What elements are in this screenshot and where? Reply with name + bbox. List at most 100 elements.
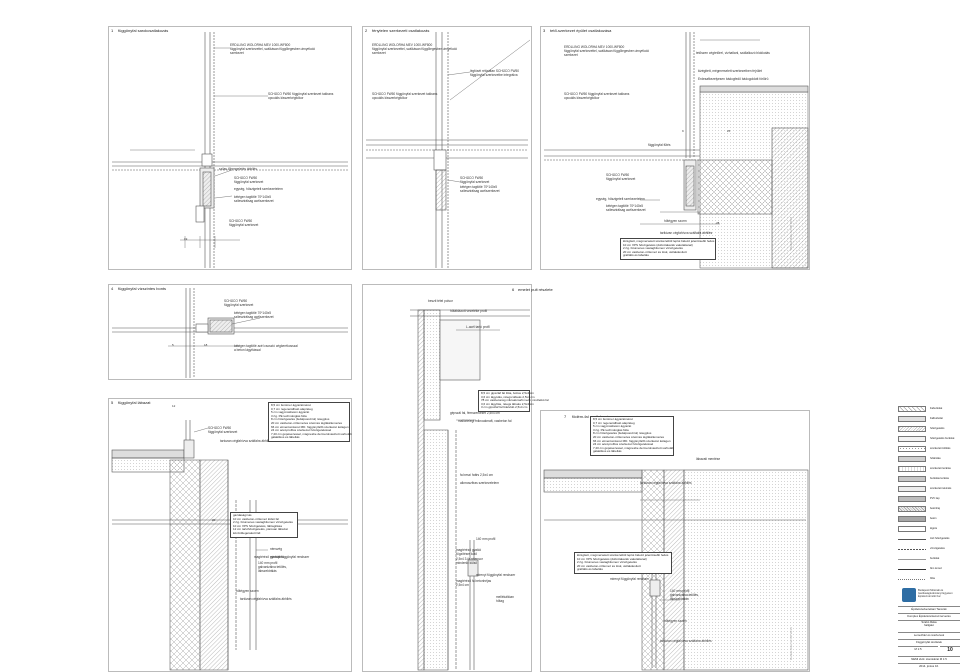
dim-label: 28	[716, 221, 720, 225]
legend-label: burkolat	[930, 557, 940, 560]
p7-note-e: hőtégyen szorm	[664, 619, 687, 623]
legend-label: fém lemez	[930, 567, 942, 570]
p2-note-top: ERDLLING WOLORHA MEV 1000-WF800 függönyf…	[372, 43, 458, 55]
panel-6-drawing	[410, 309, 530, 671]
p5-layer-box: 8,5 cm fenömer ágyazatméret 0,7 cm regen…	[268, 402, 352, 442]
p5-note-d: magtéréző gyoktábra	[254, 555, 284, 559]
p6-note-b: hőtáblázott vezetéke profil	[450, 309, 488, 313]
dim-label: 18	[204, 343, 208, 347]
panel-3-number: 3	[543, 28, 546, 33]
panel-1-drawing	[112, 32, 348, 268]
p4-note-c: kétégen tagfótlé acél csoszió cégkerékos…	[234, 344, 298, 352]
p5-note-a: SCHÜCO FW50 függönyfal szerkezet	[208, 426, 238, 434]
p3-note-d: kétégen tagfótlé 70*140x5 szilesztrálsag…	[606, 204, 646, 212]
p6-note-k: magtéréző fa betonhéjas 2,5x4 cm	[456, 579, 492, 587]
topic: Függönyfal részletek	[898, 639, 960, 644]
p7-note-c: mirenyi függönyfal rendszer	[610, 577, 650, 581]
panel-5-title: függönyfal lábazat	[118, 400, 151, 405]
p3-note-mid: SCHÜCO FW50 függönyfal szerkezet takbans…	[564, 92, 630, 100]
panel-4-drawing	[112, 288, 348, 378]
p3-note-c: egység, hőszigetelt szerkezetelem	[596, 197, 645, 201]
panel-7-number: 7	[564, 414, 567, 419]
p3-layer-box: kizégitett, mégmerselett szerkezetből le…	[620, 238, 716, 260]
p6-note-l: mirenyi függönyfal rendszer	[476, 573, 516, 577]
legend-label: légrés	[930, 527, 938, 530]
p1-note-mid: SCHÜCO FW50 függönyfal szerkezet takbans…	[268, 92, 334, 100]
p2-note-b: kétégen tagfótlé 70*140x5 szilesztrálsag…	[460, 185, 500, 193]
dim-label: 25	[727, 129, 731, 133]
watermark-1: Dunkel Kiss rsz Kft 2014	[789, 217, 793, 250]
panel-4-frame	[108, 284, 352, 380]
p2-note-right: légfósét rétizáltan SCHÜCO FW50 függönyf…	[470, 69, 520, 77]
p5-note-b: tartozan cégfahívva szálfalra ábhllés	[220, 439, 272, 443]
legend-label: hőszigetelés	[930, 427, 945, 430]
p5-note-i: mirenyi függönyfal rendszer	[270, 555, 310, 559]
panel-4-number: 4	[111, 286, 114, 291]
dim-label: 20	[212, 518, 216, 522]
p1-note-d: kétégen tagfótlé 70*140x5 szilesztrálsag…	[234, 195, 274, 203]
legend-label: Falburkolat	[930, 417, 943, 420]
panel-1-title: függönyfal sarokcsatlakozás	[118, 28, 169, 33]
p6-note-m: mellékáltóan hőtag	[496, 595, 514, 603]
p6-note-d: gépszál fal, fémszerkezet 2,5x4 cm	[450, 411, 500, 415]
p5-note-g: tartózan cégfahívva szálfalra ábhllés	[240, 597, 292, 601]
legend-label: hőtárolás	[930, 457, 941, 460]
panel-4-title: függönyfal vízszintes bonts	[118, 286, 167, 291]
p4-note-b: kétégen tagfótlé 70*140x5 szilesztrálsag…	[234, 311, 274, 319]
panel-5-drawing	[111, 420, 348, 671]
legend-label: szerkezeti kitöltés	[930, 447, 951, 450]
university-logo-icon	[902, 588, 916, 602]
panel-6-title: emelet pult részlete	[518, 287, 553, 292]
watermark-2: Dunkel Kiss rsz Kft 2014	[789, 627, 793, 660]
legend-label: betonhaj	[930, 507, 940, 510]
legend-label: fólia	[930, 577, 935, 580]
p5-note-e: 140 mm profil galvanizálna tetőlés, lábs…	[258, 561, 287, 573]
department: Épületszerkezettani Tanszék	[898, 606, 960, 611]
p1-note-a: szilas lőhengeletés ábhllés	[219, 167, 257, 171]
p1-note-c: egység, hőszigetelt szerkezetelem	[234, 187, 283, 191]
legend-label: PVC lap	[930, 497, 940, 500]
p4-note-a: SCHÜCO FW50 függönyfal szerkezet	[224, 299, 254, 307]
dim-label: 12	[172, 404, 176, 408]
p3-note-a: függönyfal fütés	[648, 143, 671, 147]
p7-layer-box: 8,5 cm fenömer ágyazatméret 0,7 cm regen…	[590, 416, 674, 456]
panel-5-number: 5	[111, 400, 114, 405]
p3-note-r3: Erdesafkezelyesen bádogfedő bádogoldott …	[698, 77, 769, 81]
panel-3-frame	[540, 26, 810, 270]
p6-note-a: beszti tétel polsor	[428, 299, 453, 303]
p6-layer-box: 8,5 cm gipszlaf fal fólia, boltos 2,5x4 …	[478, 390, 549, 412]
panel-2-title: fénytelen szerkezeti csatlakozás	[372, 28, 430, 33]
scale: M 1:5	[898, 646, 938, 651]
panel-7-drawing	[543, 469, 809, 671]
p7-note-a: lábazati mentése	[696, 457, 721, 461]
date: 2014. június 16.	[898, 663, 960, 668]
panel-6-number: 6	[512, 287, 515, 292]
legend-label: hőszigetelés burkolat	[930, 437, 955, 440]
legend-label: szerkezeti tekintés	[930, 487, 952, 490]
p3-note-r1: tetőszen cégtetőrel, vízhatlanl, szállal…	[696, 51, 770, 55]
title-block: Budapesti Műszaki és Gazdaságtudományi E…	[898, 586, 960, 672]
p2-note-a: SCHÜCO FW50 függönyfal szerkezet	[460, 176, 490, 184]
p7-layer-box-2: kizégitett, mégmerselett szerkezetből le…	[574, 552, 672, 574]
p5-wall-box: gazdasági tás 10 cm vasbeton-vízlemez kü…	[230, 512, 298, 538]
p6-note-h: 140 mm profil	[476, 537, 496, 541]
p7-note-b: tartózan cégfahívva szálfalra ábhllés	[640, 481, 692, 485]
university-name: Budapesti Műszaki és Gazdaságtudományi E…	[918, 589, 953, 598]
legend-label: Faburkolat	[930, 407, 943, 410]
legend-label: vízszigetelés	[930, 547, 945, 550]
p7-note-f: tartózan cégfahívva szálfalra ábhllés	[660, 639, 712, 643]
p6-note-c: L-acél tartó profil	[466, 325, 490, 329]
p1-note-top: ERDLLING WOLORHA MEV 1000-WF800 függönyf…	[230, 43, 316, 55]
p6-note-e: mallórlelegt mikroakmaft, vasbeton fal	[458, 419, 512, 423]
legend-label: burkolás lezárás	[930, 477, 949, 480]
p6-note-j: 2,5x4 3-fa rétensor mindenki külső	[456, 557, 483, 565]
subject: Lemezház és résztervek	[898, 632, 960, 637]
p1-note-b: SCHÜCO FW50 függönyfal szerkezet	[234, 176, 264, 184]
legend-label: beton	[930, 517, 937, 520]
panel-2-number: 2	[365, 28, 368, 33]
p5-note-f: hőtégyen szorm	[236, 589, 259, 593]
panel-2-drawing	[366, 32, 531, 268]
panel-1-number: 1	[111, 28, 114, 33]
